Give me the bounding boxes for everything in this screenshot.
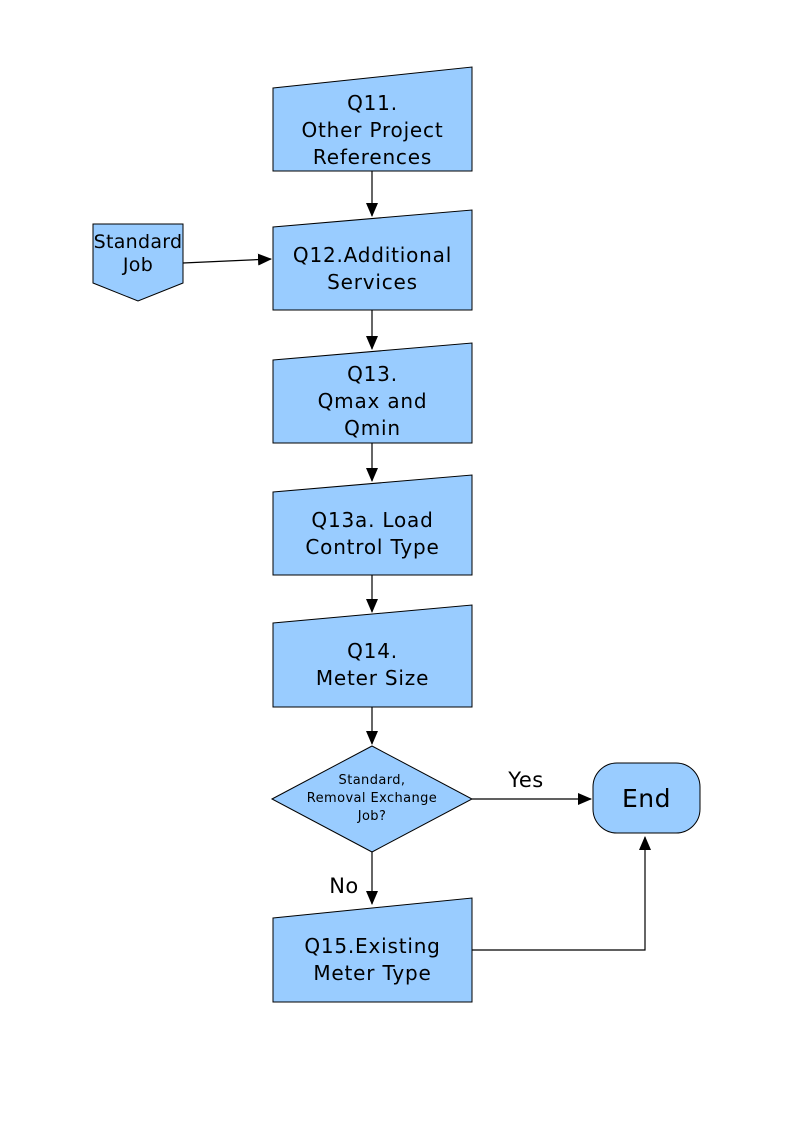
standard-job-node-label: Standard Job [93,231,183,276]
decision-diamond-shape [270,745,474,853]
q15-node-shape [272,897,473,1003]
q12-node-shape [272,209,473,311]
end-node-label: End [621,783,671,813]
q14-node-label: Q14. Meter Size [315,639,430,690]
q12-node-label: Q12.Additional Services [292,242,453,294]
q15-node-label: Q15.Existing Meter Type [304,934,441,985]
q13a-node-shape [272,474,473,576]
q14-node-shape [272,604,473,708]
decision-node-label: Standard, Removal Exchange Job? [306,773,438,824]
q11-node-shape [272,66,473,172]
no-edge-label: No [329,874,359,898]
arrow-q15-to-end [472,836,651,951]
q11-node-label: Q11. Other Project References [301,90,444,169]
q13a-node-label: Q13a. Load Control Type [305,507,440,559]
end-terminator-shape [592,762,701,834]
standard-job-node-shape [92,223,184,302]
q13-node-label: Q13. Qmax and Qmin [317,362,428,440]
q13-node-shape [272,342,473,444]
arrow-standard-job-to-q12 [182,253,272,266]
yes-edge-label: Yes [508,768,544,792]
